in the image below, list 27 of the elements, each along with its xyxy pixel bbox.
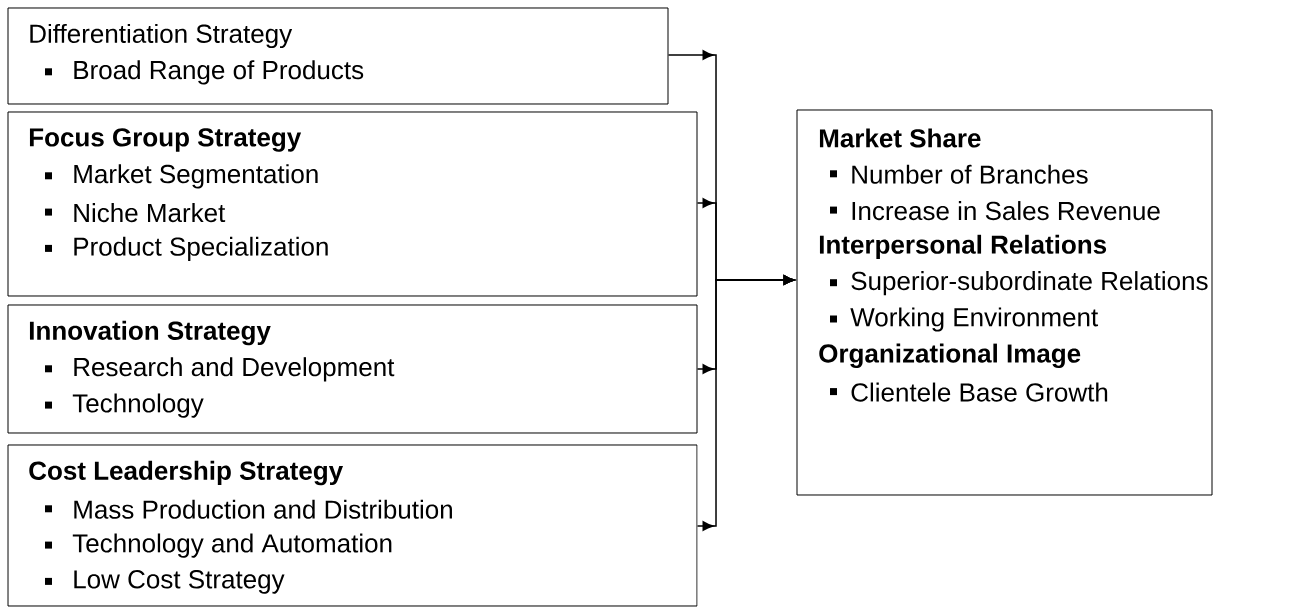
bullet-text: Superior-subordinate Relations [851, 271, 1208, 296]
heading: Market Share [819, 128, 981, 148]
bullet-text: Broad Range of Products [74, 60, 364, 85]
bullet-text: Clientele Base Growth [851, 382, 1108, 402]
bullet-text: Increase in Sales Revenue [852, 201, 1160, 221]
bullet-text: Low Cost Strategy [74, 570, 285, 594]
heading: Cost Leadership Strategy [29, 460, 343, 486]
bullet-text: Technology [72, 393, 204, 418]
strategy-box [7, 304, 698, 434]
bullet-text: Technology and Automation [72, 533, 392, 558]
arrow [696, 275, 795, 531]
strategy-box [7, 444, 698, 607]
bullet-text: Niche Market [74, 203, 226, 223]
heading: Innovation Strategy [29, 320, 271, 346]
bullet-text: Research and Development [74, 357, 395, 382]
bullet-text: Number of Branches [852, 164, 1088, 184]
heading: Differentiation Strategy [30, 23, 293, 49]
strategy-box [7, 7, 669, 105]
bullet-text: Product Specialization [74, 236, 328, 261]
strategy-box [796, 109, 1213, 496]
bullet-text: Market Segmentation [74, 164, 318, 189]
heading: Organizational Image [819, 343, 1081, 368]
heading: Interpersonal Relations [819, 234, 1107, 259]
bullet-text: Working Environment [850, 307, 1099, 332]
heading: Focus Group Strategy [29, 128, 302, 152]
strategy-box [7, 111, 698, 297]
bullet-text: Mass Production and Distribution [74, 499, 452, 519]
